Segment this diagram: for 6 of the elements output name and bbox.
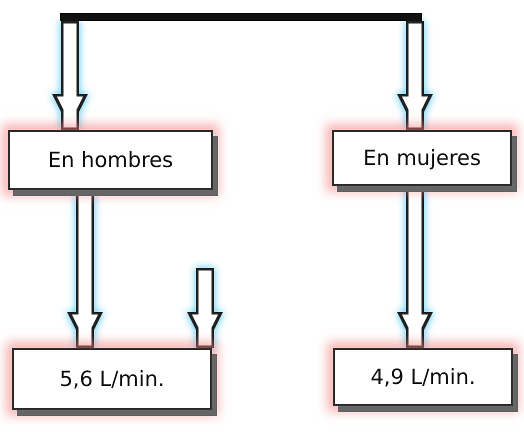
arrow	[187, 268, 223, 348]
box-label: En hombres	[48, 148, 174, 172]
box-label: 4,9 L/min.	[370, 365, 476, 389]
box-label: En mujeres	[363, 146, 481, 170]
horizontal-bar	[60, 13, 422, 21]
box-label: 5,6 L/min.	[59, 367, 165, 391]
